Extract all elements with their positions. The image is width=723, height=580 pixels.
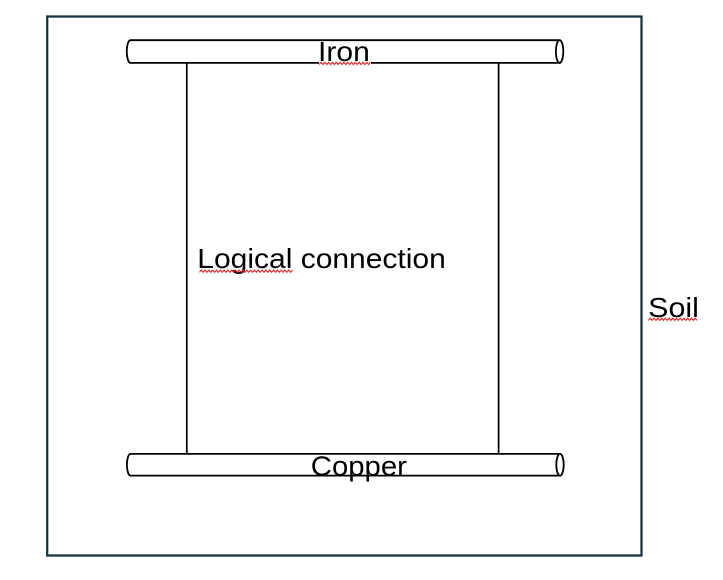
svg-text:Soil: Soil	[648, 292, 699, 323]
svg-text:Copper: Copper	[311, 450, 407, 481]
svg-text:Logical connection: Logical connection	[197, 243, 445, 274]
